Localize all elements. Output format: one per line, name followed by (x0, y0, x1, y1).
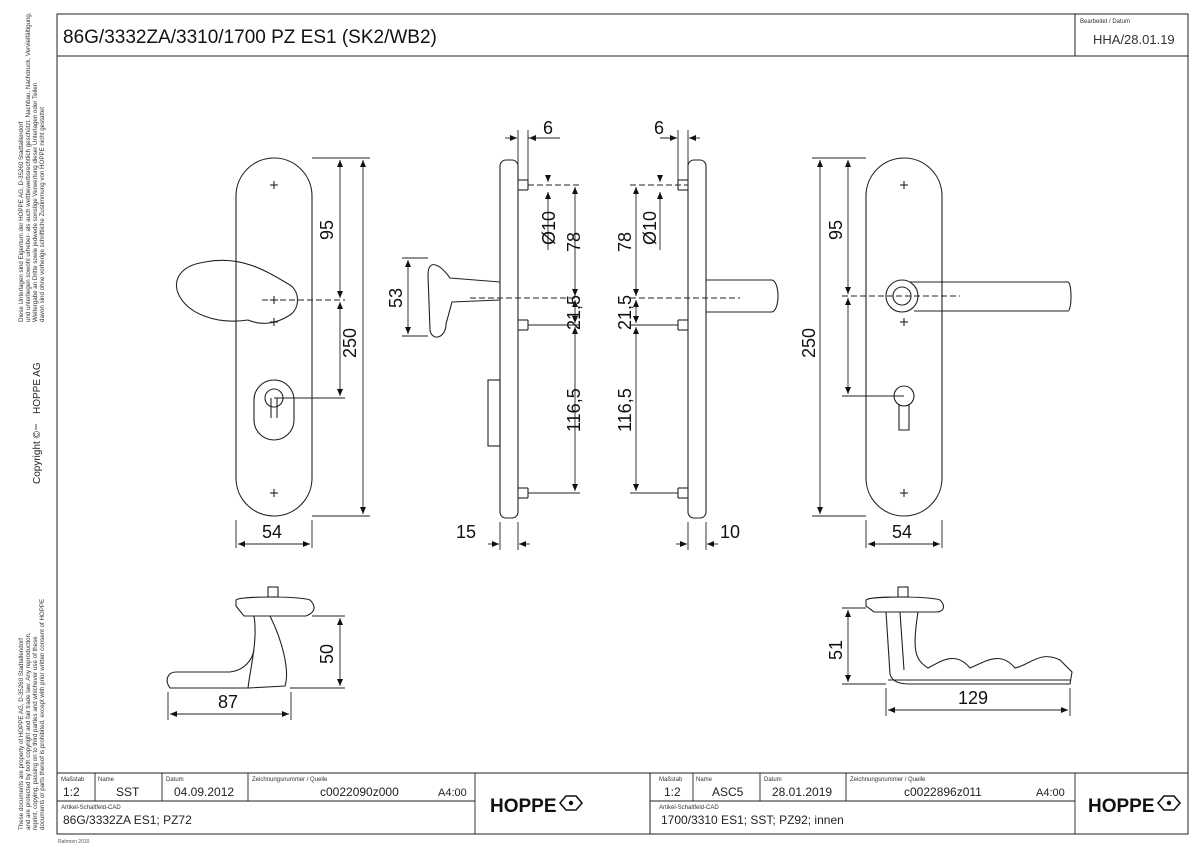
dim-left-side-21-5: 21,5 (564, 295, 584, 330)
dim-left-side-6: 6 (543, 118, 553, 138)
tb2-article-label: Artikel-Schaltfeld-CAD (659, 805, 719, 811)
dim-left-top-87: 87 (218, 692, 238, 712)
dim-right-front-95: 95 (826, 220, 846, 240)
left-side-view (427, 159, 580, 519)
right-front-view (842, 157, 1072, 517)
dim-left-top-50: 50 (317, 644, 337, 664)
tb2-name-label: Name (696, 777, 713, 783)
tb1-article: 86G/3332ZA ES1; PZ72 (63, 813, 192, 827)
copyright-label: Copyright © (32, 430, 43, 484)
right-top-dimensions (842, 607, 1071, 716)
german-note-line-3: Weitergabe an Dritte sowie jedwede sonst… (32, 82, 39, 322)
dim-left-front-250: 250 (340, 328, 360, 358)
tb1-date: 04.09.2012 (174, 785, 234, 799)
dim-left-side-dia10: Ø10 (539, 211, 559, 245)
tb1-date-label: Datum (166, 777, 184, 783)
drawing-title: 86G/3332ZA/3310/1700 PZ ES1 (SK2/WB2) (63, 27, 437, 48)
title-block-2 (650, 773, 1076, 834)
tb1-name-label: Name (98, 777, 115, 783)
dim-right-front-250: 250 (799, 328, 819, 358)
title-block-1 (57, 773, 476, 834)
hoppe-logo-text: HOPPE (1088, 796, 1155, 817)
tb2-article: 1700/3310 ES1; SST; PZ92; innen (661, 813, 844, 827)
right-side-dimensions (630, 130, 718, 550)
tb1-drawing-label: Zeichnungsnummer / Quelle (252, 777, 328, 783)
dim-right-side-116-5: 116,5 (615, 388, 635, 432)
dim-left-side-78: 78 (564, 232, 584, 252)
edited-label: Bearbeitet / Datum (1080, 19, 1130, 25)
right-front-dimensions (812, 157, 943, 548)
left-front-dimensions (235, 157, 370, 548)
english-note-line-1: These documents are property of HOPPE AG… (18, 638, 25, 830)
tb2-drawing: c0022896z011 (904, 785, 982, 799)
dim-right-side-dia10: Ø10 (640, 211, 660, 245)
left-top-view (166, 586, 315, 689)
tb2-date: 28.01.2019 (772, 785, 832, 799)
dim-right-side-21-5: 21,5 (615, 295, 635, 330)
dim-left-side-53: 53 (386, 288, 406, 308)
left-side-dimensions (402, 130, 580, 550)
tb1-name: SST (116, 785, 140, 799)
english-note-line-3: reprint, copying, passing on to third pa… (32, 636, 39, 830)
hoppe-logo: HOPPE (1088, 795, 1182, 817)
dim-right-side-6: 6 (654, 118, 664, 138)
dim-left-side-15: 15 (456, 522, 476, 542)
german-note-line-4: davon sind ohne vorherige schriftliche Z… (39, 107, 46, 322)
tb1-scale: 1:2 (63, 785, 80, 799)
dim-right-front-54: 54 (892, 522, 912, 542)
side-notes: Copyright © HOPPE AG Diese Unterlagen si… (18, 12, 46, 830)
left-top-dimensions (167, 615, 345, 720)
hoppe-logo-text: HOPPE (490, 796, 557, 817)
german-note-line-1: Diese Unterlagen sind Eigentum der HOPPE… (18, 122, 25, 322)
german-note-line-2: und unterliegen sowohl urheber- als auch… (25, 12, 32, 322)
tb2-format: A4:00 (1036, 787, 1065, 799)
dim-right-top-51: 51 (826, 640, 846, 660)
edited-value: HHA/28.01.19 (1093, 32, 1175, 47)
english-note-line-2: and are protected by both copyright and … (25, 632, 32, 830)
right-side-view (630, 159, 779, 519)
tb2-scale-label: Maßstab (659, 777, 683, 783)
dim-right-side-78: 78 (615, 232, 635, 252)
tb2-scale: 1:2 (664, 785, 681, 799)
frame-footer-note: Rahmen 2010 (58, 839, 90, 845)
right-top-view (865, 586, 1073, 685)
dim-right-side-10: 10 (720, 522, 740, 542)
left-front-view (175, 157, 345, 517)
tb2-name: ASC5 (712, 785, 744, 799)
dim-right-top-129: 129 (958, 688, 988, 708)
dim-left-front-95: 95 (317, 220, 337, 240)
tb1-drawing: c0022090z000 (320, 785, 399, 799)
tb1-article-label: Artikel-Schaltfeld-CAD (61, 805, 121, 811)
tb2-date-label: Datum (764, 777, 782, 783)
english-note-line-4: documents or parts thereof is prohibited… (39, 599, 46, 830)
company-label: HOPPE AG (32, 362, 43, 414)
tb1-scale-label: Maßstab (61, 777, 85, 783)
tb1-format: A4:00 (438, 787, 467, 799)
dim-left-side-116-5: 116,5 (564, 388, 584, 432)
hoppe-logo: HOPPE (490, 795, 584, 817)
tb2-drawing-label: Zeichnungsnummer / Quelle (850, 777, 926, 783)
sheet-frame (56, 13, 1189, 835)
dim-left-front-54: 54 (262, 522, 282, 542)
